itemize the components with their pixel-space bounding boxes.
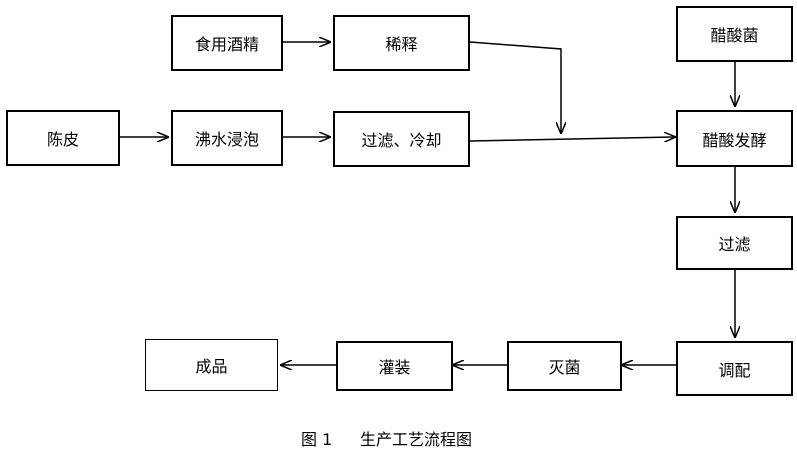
- figure-number: 图 1: [301, 430, 333, 449]
- node-cusuan-fajiao: 醋酸发酵: [676, 110, 793, 167]
- node-miejun: 灭菌: [507, 341, 622, 391]
- node-shiyong-jiujing: 食用酒精: [171, 15, 283, 71]
- node-cusuanjun: 醋酸菌: [676, 6, 793, 62]
- node-chengpin: 成品: [145, 339, 278, 391]
- node-tiaopei: 调配: [676, 341, 793, 396]
- node-xishi: 稀释: [333, 15, 470, 71]
- figure-title: 生产工艺流程图: [360, 430, 473, 449]
- node-guolv-lengque: 过滤、冷却: [333, 111, 470, 167]
- node-feishui-jinpao: 沸水浸泡: [171, 110, 283, 166]
- arrow-xishi-to-merge: [469, 41, 561, 133]
- node-guanzhuang: 灌装: [336, 341, 453, 391]
- node-chenpi: 陈皮: [6, 110, 120, 166]
- arrow-guolv-lengque-to-cusuan-fajiao: [469, 137, 675, 141]
- node-guolv: 过滤: [676, 216, 793, 270]
